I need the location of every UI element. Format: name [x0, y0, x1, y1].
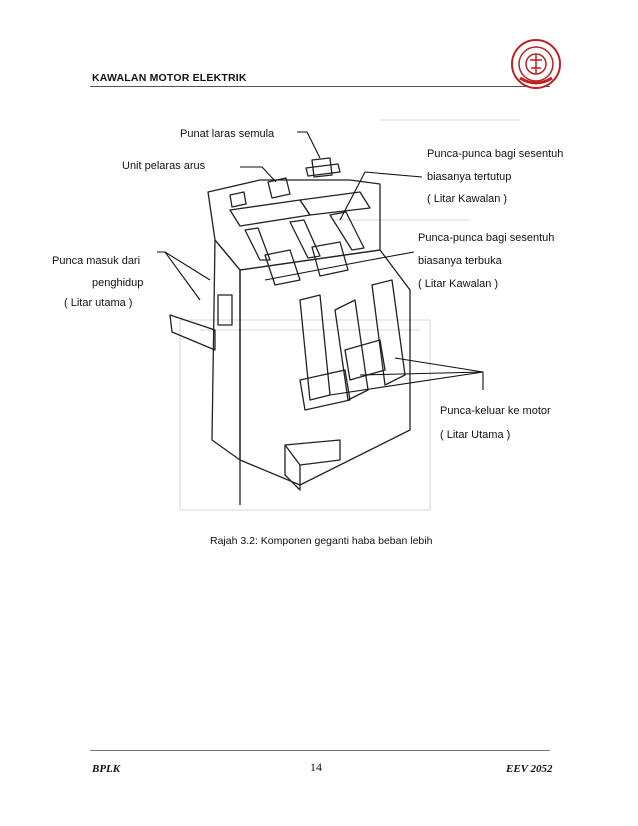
leader-lines [157, 131, 484, 396]
relay-body [169, 157, 411, 505]
footer-left-text: BPLK [92, 763, 121, 775]
label-input-line1: Punca masuk dari [52, 255, 141, 267]
label-nc-line3: ( Litar Kawalan ) [427, 193, 508, 205]
header-divider [90, 86, 550, 87]
footer-right-text: EEV 2052 [506, 763, 553, 775]
leader-output2 [359, 371, 484, 376]
leader-output [329, 371, 484, 396]
label-no-line1: Punca-punca bagi sesentuh [418, 232, 555, 244]
label-input-line3: ( Litar utama ) [64, 297, 133, 309]
leader-adjust [240, 166, 277, 183]
label-current-adjust: Unit pelaras arus [122, 160, 206, 172]
figure-caption: Rajah 3.2: Komponen geganti haba beban l… [210, 535, 433, 547]
label-no-line2: biasanya terbuka [418, 255, 502, 267]
header-title: KAWALAN MOTOR ELEKTRIK [92, 72, 247, 84]
label-output-line2: ( Litar Utama ) [440, 429, 511, 441]
thermal-overload-relay-diagram [157, 119, 520, 511]
leader-nc [339, 171, 423, 221]
leader-output3 [394, 357, 484, 373]
footer-divider [90, 750, 550, 751]
label-output-line1: Punca-keluar ke motor [440, 405, 551, 417]
leader-input [157, 251, 211, 281]
institution-logo-icon [511, 39, 561, 89]
label-input-line2: penghidup [92, 277, 144, 289]
label-no-line3: ( Litar Kawalan ) [418, 278, 499, 290]
leader-reset [297, 131, 321, 159]
leader-input2 [164, 251, 201, 301]
label-reset-button: Punat laras semula [180, 128, 275, 140]
label-nc-line2: biasanya tertutup [427, 171, 512, 183]
background-sketch [179, 119, 520, 511]
page-number: 14 [310, 760, 322, 774]
leader-no [264, 251, 415, 281]
label-nc-line1: Punca-punca bagi sesentuh [427, 148, 564, 160]
